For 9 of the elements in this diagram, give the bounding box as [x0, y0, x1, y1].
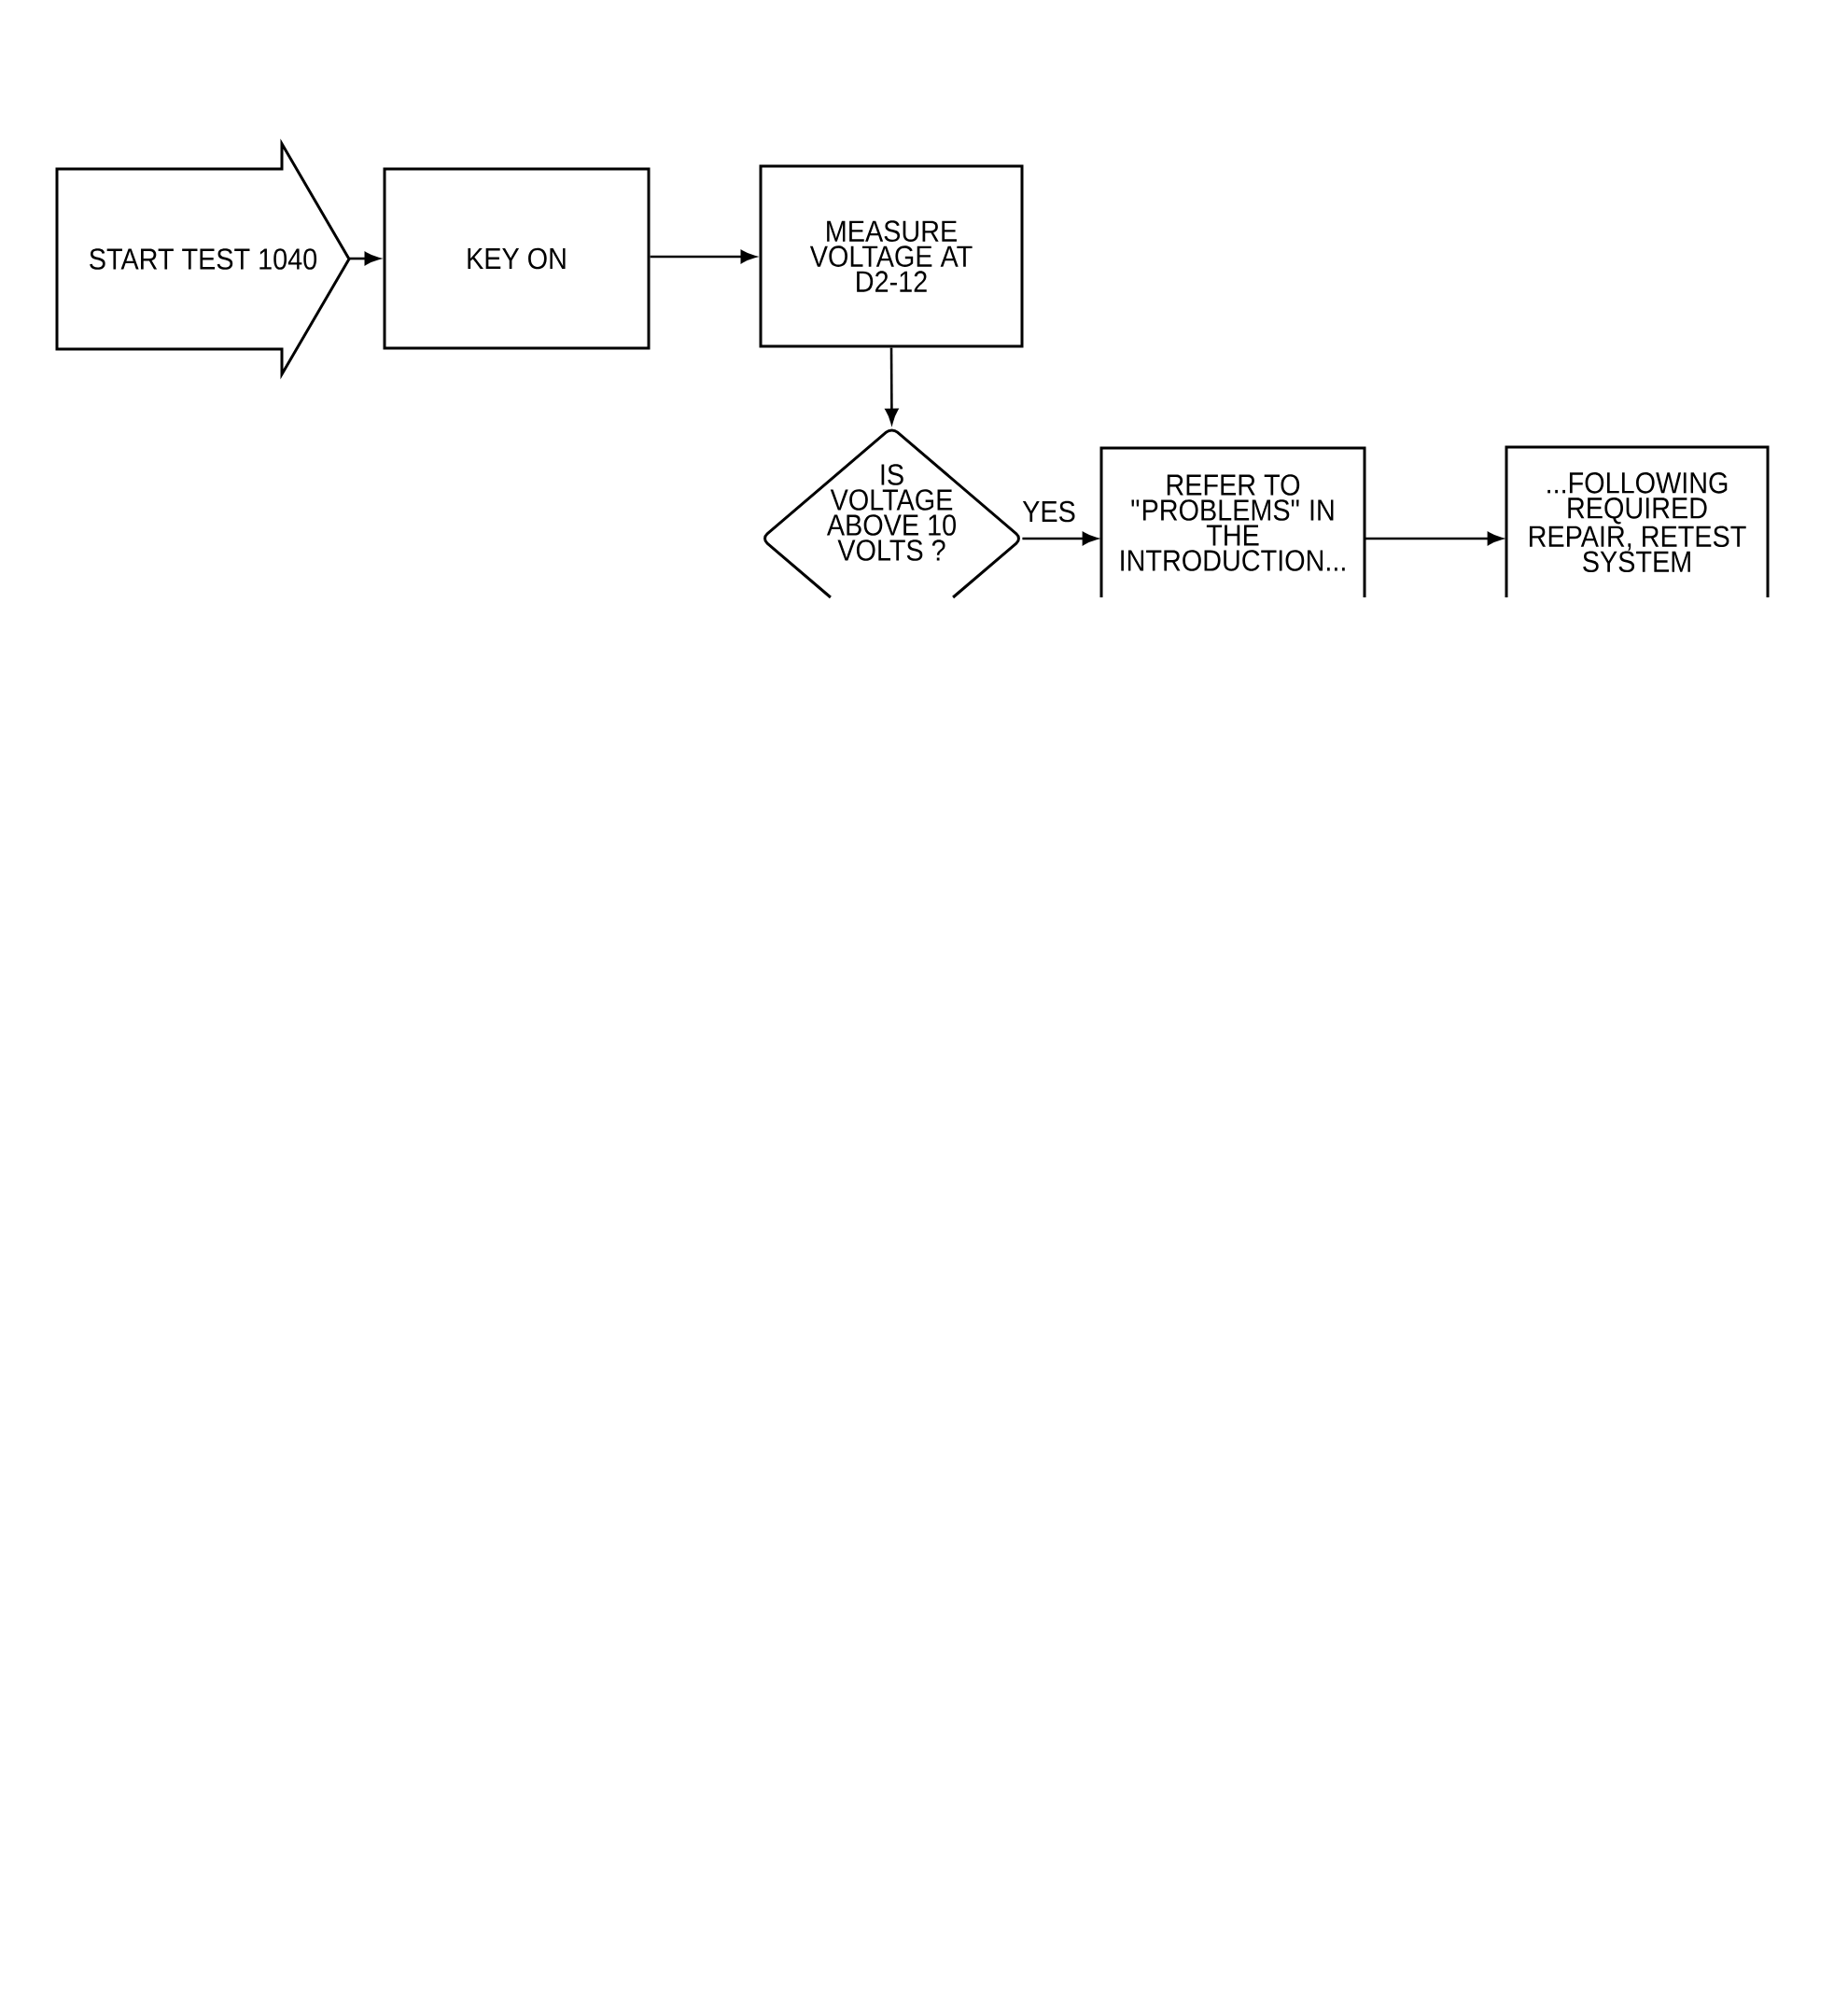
arrow	[650, 250, 756, 263]
edge-label: YES	[1018, 497, 1080, 526]
process-box: KEY ON	[383, 167, 651, 350]
arrow	[1365, 532, 1503, 545]
arrow	[349, 252, 380, 265]
process-box: MEASURE VOLTAGE AT D2-12	[759, 164, 1024, 348]
process-box: REFER TO "PROBLEMS" IN THE INTRODUCTION...	[1099, 446, 1366, 597]
arrow	[1022, 532, 1098, 545]
process-box: ...FOLLOWING REQUIRED REPAIR, RETEST SYSTEM	[1505, 445, 1770, 597]
